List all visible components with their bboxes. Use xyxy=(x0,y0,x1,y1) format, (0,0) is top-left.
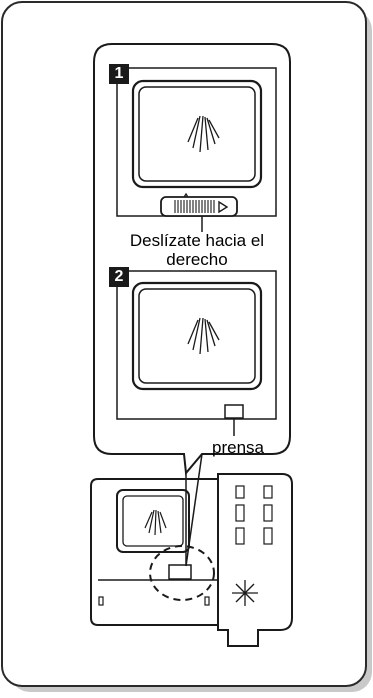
slide-right-arrow-icon xyxy=(218,200,229,214)
dispenser-press-button xyxy=(168,564,192,580)
lid-slot xyxy=(263,527,273,545)
lid-slot xyxy=(263,504,273,522)
step-1-badge: 1 xyxy=(109,64,129,84)
lid-slot xyxy=(235,527,245,545)
dispenser-spray-icon xyxy=(144,509,167,536)
lid-slot xyxy=(263,485,273,499)
dispenser-window-inner xyxy=(122,495,184,547)
step-1-caption-line1: Deslízate hacia el xyxy=(129,231,265,250)
dispenser-unit xyxy=(90,453,293,647)
step1-window-inner xyxy=(138,86,256,182)
step-2-badge: 2 xyxy=(109,267,129,287)
lid-slot xyxy=(235,485,245,499)
step2-window-inner xyxy=(138,288,256,384)
press-button xyxy=(224,404,244,419)
step1-spray-icon xyxy=(187,115,220,153)
slider-grip xyxy=(174,200,215,213)
step2-spray-icon xyxy=(187,317,220,355)
dispenser-lid xyxy=(217,473,293,647)
callout-pointer-line-2 xyxy=(185,453,203,567)
clip-right xyxy=(204,596,210,606)
sparkle-icon xyxy=(232,580,258,606)
step-1-caption-line2: derecho xyxy=(166,250,228,269)
lid-slot xyxy=(235,504,245,522)
clip-left xyxy=(98,596,104,606)
step-2-caption: prensa xyxy=(212,438,264,457)
highlight-circle xyxy=(149,545,215,601)
